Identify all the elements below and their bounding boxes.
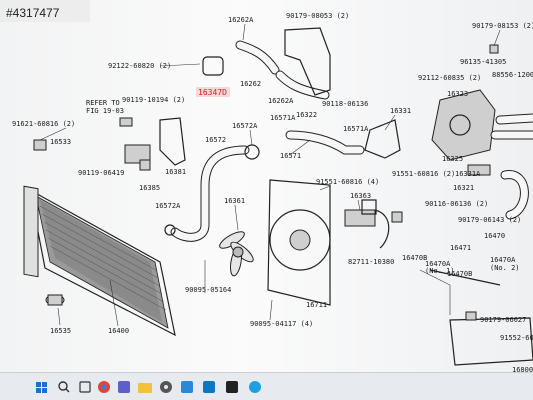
leader-lines (39, 23, 501, 327)
label-90119-10194: 90119-10194 (2) (122, 96, 185, 104)
windows-start-icon[interactable] (36, 382, 47, 393)
label-90095-04117: 90095-04117 (4) (250, 320, 313, 328)
label-91551-60816b: 91551-60816 (2) (392, 170, 455, 178)
label-16571A-a: 16571A (270, 114, 296, 122)
water-inlet (364, 119, 401, 159)
taskbar (0, 372, 533, 400)
label-16322: 16322 (296, 111, 317, 119)
label-16331A: 16331A (455, 170, 481, 178)
label-16262A-mid: 16262A (268, 97, 294, 105)
label-16385: 16385 (139, 184, 160, 192)
label-fig: FIG 19-03 (86, 107, 124, 115)
thermostat-housing (431, 44, 533, 220)
label-91551-60816: 91551-60816 (4) (316, 178, 379, 186)
label-16470: 16470 (484, 232, 505, 240)
label-16470B-a: 16470B (402, 254, 427, 262)
label-no1: (No. 1) (425, 267, 455, 275)
label-16800: 16800 (512, 366, 533, 372)
label-16533: 16533 (50, 138, 71, 146)
terminal-icon[interactable] (226, 381, 238, 393)
label-16361: 16361 (224, 197, 245, 205)
label-16262A: 16262A (228, 16, 254, 24)
label-16572A: 16572A (232, 122, 258, 130)
label-96135-41305: 96135-41305 (460, 58, 506, 66)
label-92112-60835: 92112-60835 (2) (418, 74, 481, 82)
label-16331: 16331 (390, 107, 411, 115)
browser-icon[interactable] (249, 381, 261, 393)
label-90116-06136: 90116-06136 (2) (425, 200, 488, 208)
label-16471: 16471 (450, 244, 471, 252)
label-16711: 16711 (306, 301, 327, 309)
label-16571: 16571 (280, 152, 301, 160)
label-90179-06143: 90179-06143 (2) (458, 216, 521, 224)
parts-diagram: #4317477 (0, 0, 533, 374)
label-16571A-b: 16571A (343, 125, 369, 133)
label-91621-60816: 91621-60816 (2) (12, 120, 75, 128)
label-90179-06027: 90179-06027 (480, 316, 526, 324)
chrome-icon[interactable] (98, 381, 110, 393)
label-16400: 16400 (108, 327, 129, 335)
radiator (23, 185, 176, 337)
gear-icon[interactable] (160, 381, 172, 393)
upper-hose (285, 130, 365, 155)
lower-hose (164, 144, 260, 242)
label-90119-06419: 90119-06419 (78, 169, 124, 177)
coolant-reservoir (419, 269, 533, 366)
label-88556-12000: 88556-12000 (492, 71, 533, 79)
task-view-icon[interactable] (79, 381, 91, 393)
label-16572A-b: 16572A (155, 202, 181, 210)
label-90179-08053: 90179-08053 (2) (286, 12, 349, 20)
label-90179-08153: 90179-08153 (2) (472, 22, 533, 30)
label-refer-to: REFER TO (86, 99, 120, 107)
label-16325: 16325 (442, 155, 463, 163)
bracket (33, 117, 186, 171)
label-16470A-1: 16470A (425, 260, 451, 268)
part-labels: 16262A 90179-08053 (2) 90179-08153 (2) 9… (12, 12, 533, 374)
folder-icon[interactable] (138, 383, 152, 393)
fan-blade (219, 231, 254, 277)
label-90118-06136: 90118-06136 (322, 100, 368, 108)
watermark-text: #4317477 (6, 6, 60, 20)
label-16381: 16381 (165, 168, 186, 176)
label-no2: (No. 2) (490, 264, 520, 272)
label-16323: 16323 (447, 90, 468, 98)
label-16262: 16262 (240, 80, 261, 88)
fan-shroud (219, 179, 403, 306)
label-92122-60820: 92122-60820 (2) (108, 62, 171, 70)
label-16572: 16572 (205, 136, 226, 144)
label-16363: 16363 (350, 192, 371, 200)
teams-icon[interactable] (118, 381, 130, 393)
label-16470A-2: 16470A (490, 256, 516, 264)
search-icon[interactable] (58, 381, 70, 393)
label-16470B-b: 16470B (447, 270, 472, 278)
label-90095-05164: 90095-05164 (185, 286, 231, 294)
label-16535: 16535 (50, 327, 71, 335)
store-icon[interactable] (181, 381, 193, 393)
label-82711-10380: 82711-10380 (348, 258, 394, 266)
label-16321: 16321 (453, 184, 474, 192)
water-pipe (202, 27, 331, 100)
label-91552-60816: 91552-60816 (500, 334, 533, 342)
photos-icon[interactable] (203, 381, 215, 393)
label-16347D-highlighted: 16347D (198, 88, 227, 97)
